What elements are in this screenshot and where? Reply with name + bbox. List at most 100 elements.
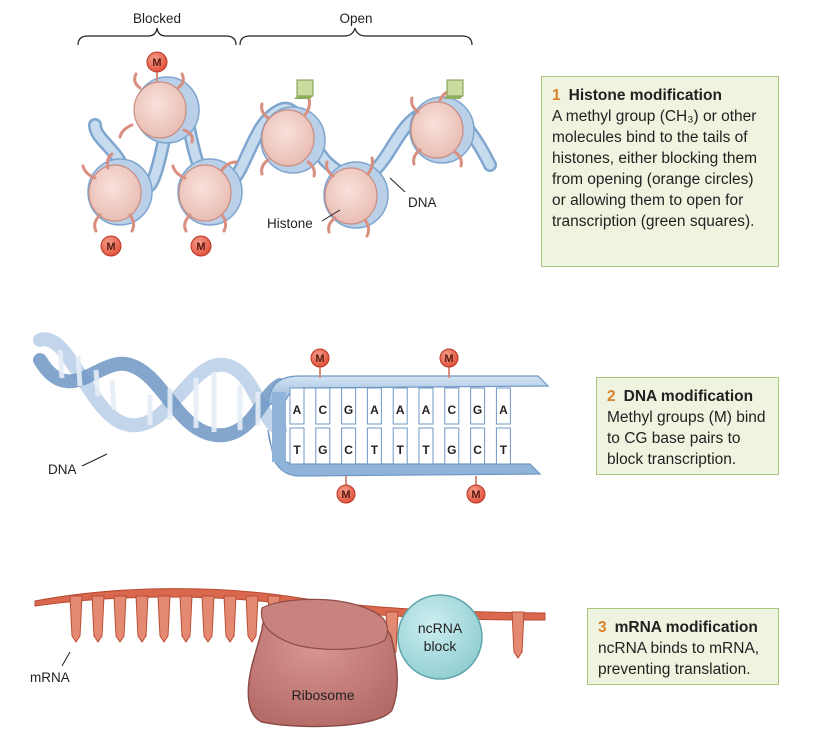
- callout-body: A methyl group (CH₃) or other molecules …: [552, 108, 758, 230]
- ncrna-label-line2: block: [424, 638, 458, 654]
- histone-label: Histone: [267, 216, 313, 231]
- ribosome-label: Ribosome: [291, 687, 354, 703]
- base-top-rung: [495, 387, 511, 425]
- base-bottom-letter: C: [473, 443, 482, 457]
- mrna-label: mRNA: [30, 670, 70, 685]
- activator-square-1: [294, 79, 314, 99]
- base-top-rung: [444, 387, 460, 425]
- blocked-label: Blocked: [133, 11, 181, 26]
- base-bottom-rung: [470, 427, 486, 465]
- mrna-base: [91, 595, 105, 643]
- callout-number: 3: [598, 619, 607, 636]
- base-bottom-letter: G: [318, 443, 327, 457]
- mrna-base: [157, 595, 171, 643]
- base-top-rung: [341, 387, 357, 425]
- base-bottom-rung: [289, 427, 305, 465]
- base-bottom-rung: [315, 427, 331, 465]
- activator-square-2: [444, 79, 464, 99]
- base-bottom-rung: [444, 427, 460, 465]
- methyl-marker-3: M: [190, 235, 212, 257]
- methyl-marker-2: M: [100, 235, 122, 257]
- base-bottom-rung: [418, 427, 434, 465]
- base-bottom-letter: T: [500, 443, 508, 457]
- base-top-letter: A: [499, 403, 508, 417]
- dna-methyl-bottom-1: M: [336, 476, 356, 504]
- dna-label-1: DNA: [408, 195, 437, 210]
- base-top-letter: G: [473, 403, 482, 417]
- base-top-rung: [289, 387, 305, 425]
- methyl-marker-1: M: [146, 51, 168, 82]
- base-top-rung: [418, 387, 434, 425]
- svg-text:M: M: [152, 57, 161, 69]
- base-top-rung: [470, 387, 486, 425]
- svg-text:M: M: [196, 241, 205, 253]
- callout-title: Histone modification: [568, 87, 722, 104]
- dna-methyl-top-2: M: [439, 348, 459, 378]
- histone-tails: [81, 72, 463, 238]
- base-top-rung: [366, 387, 382, 425]
- base-bottom-letter: C: [344, 443, 353, 457]
- dna-leader-1: [389, 177, 406, 193]
- blocked-brace: [77, 27, 237, 46]
- base-top-letter: A: [293, 403, 302, 417]
- mrna-base: [69, 595, 83, 643]
- base-bottom-rung: [495, 427, 511, 465]
- mrna-base: [113, 595, 127, 643]
- base-top-letter: A: [422, 403, 431, 417]
- histone-2: [87, 158, 153, 226]
- ncrna-block: ncRNA block: [397, 594, 483, 680]
- open-brace: [239, 27, 473, 46]
- open-label: Open: [339, 11, 372, 26]
- mrna-base: [223, 595, 237, 643]
- callout-dna: 2 DNA modification Methyl groups (M) bind…: [596, 377, 779, 475]
- mrna-base: [201, 595, 215, 643]
- dna-label-2: DNA: [48, 462, 77, 477]
- base-bottom-letter: T: [371, 443, 379, 457]
- base-bottom-rung: [341, 427, 357, 465]
- mrna-base: [245, 595, 259, 643]
- base-bottom-letter: T: [397, 443, 405, 457]
- base-top-letter: A: [370, 403, 379, 417]
- base-top-letter: A: [396, 403, 405, 417]
- base-top-letter: G: [344, 403, 353, 417]
- mrna-base: [135, 595, 149, 643]
- svg-text:M: M: [341, 489, 350, 501]
- double-helix: [33, 332, 287, 443]
- panel-mrna: Ribosome ncRNA block mRNA: [30, 588, 546, 728]
- base-top-rung: [392, 387, 408, 425]
- svg-text:M: M: [315, 353, 324, 365]
- svg-text:M: M: [471, 489, 480, 501]
- callout-title: DNA modification: [623, 388, 754, 405]
- mrna-base: [511, 611, 525, 659]
- mrna-base: [179, 595, 193, 643]
- dna-methyl-top-1: M: [310, 348, 330, 378]
- base-top-letter: C: [447, 403, 456, 417]
- histone-3: [177, 158, 243, 226]
- svg-text:M: M: [444, 353, 453, 365]
- base-top-rung: [315, 387, 331, 425]
- callout-number: 2: [607, 388, 616, 405]
- base-top-letter: C: [318, 403, 327, 417]
- histone-leader: [321, 209, 341, 222]
- mrna-leader: [61, 651, 71, 667]
- histone-5: [323, 161, 389, 229]
- ncrna-label-line1: ncRNA: [418, 620, 463, 636]
- panel-histone: Blocked Open: [77, 11, 497, 257]
- base-bottom-letter: G: [447, 443, 456, 457]
- base-bottom-rung: [366, 427, 382, 465]
- dna-leader-2: [81, 453, 108, 467]
- base-bottom-letter: T: [293, 443, 301, 457]
- histone-6: [409, 96, 475, 164]
- base-bottom-rung: [392, 427, 408, 465]
- ribosome: Ribosome: [247, 598, 399, 728]
- callout-body: ncRNA binds to mRNA, preventing translat…: [598, 640, 760, 678]
- histone-1: [133, 76, 200, 144]
- svg-text:M: M: [106, 241, 115, 253]
- histone-4: [260, 106, 326, 174]
- callout-body: Methyl groups (M) bind to CG base pairs …: [607, 409, 766, 468]
